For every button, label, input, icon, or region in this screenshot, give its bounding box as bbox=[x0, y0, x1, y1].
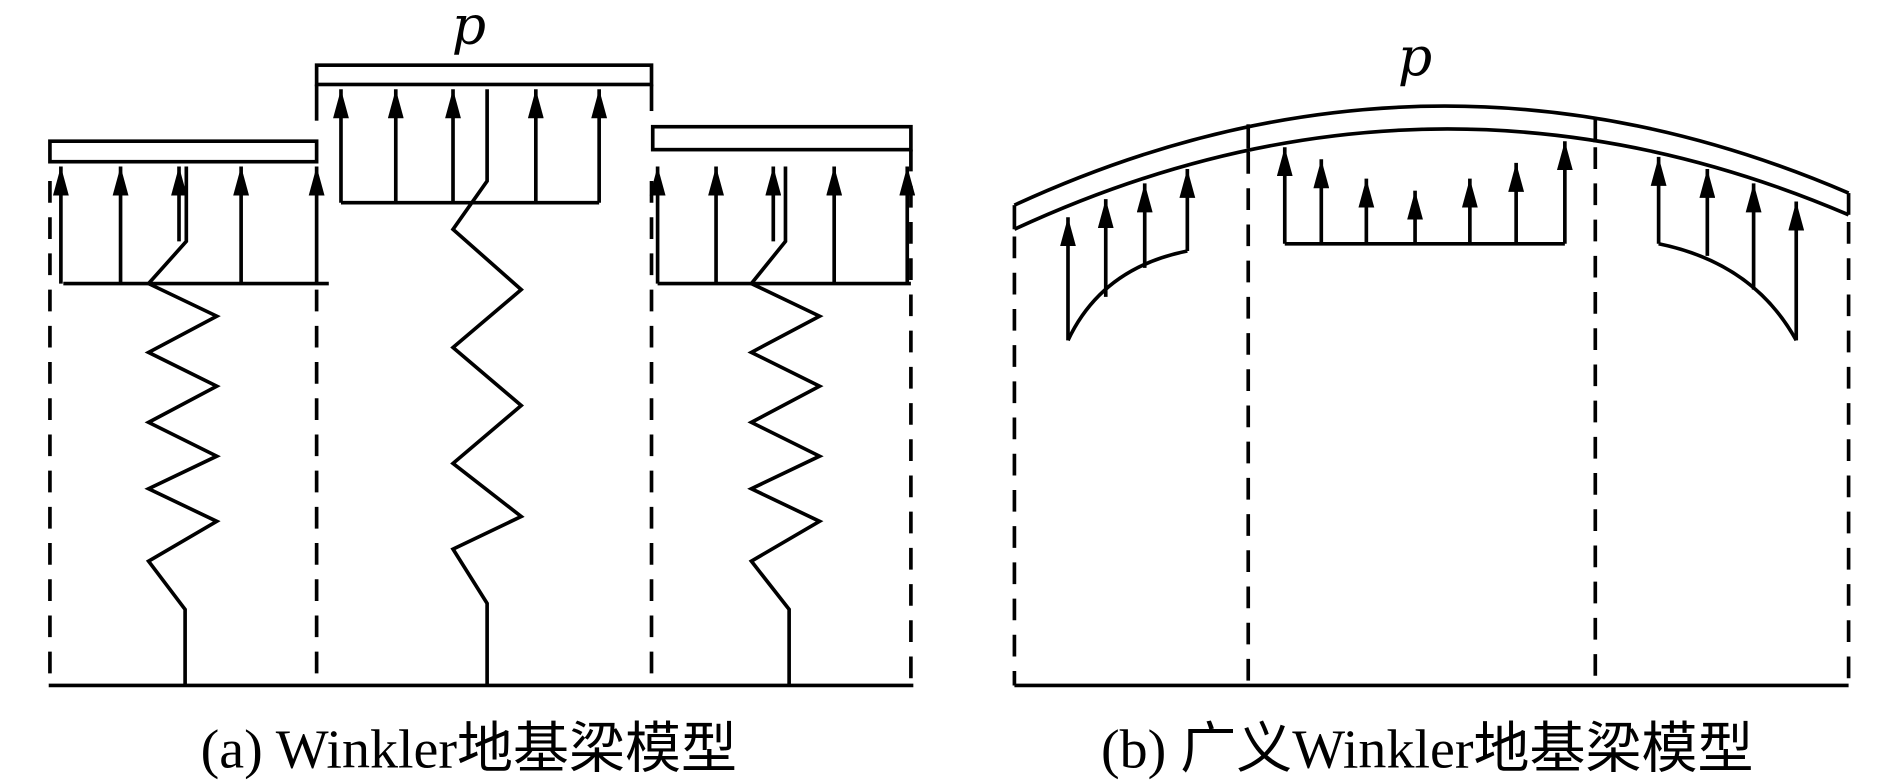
beam-segment-middle bbox=[314, 63, 654, 87]
spring-left bbox=[144, 166, 221, 686]
load-label-a: p bbox=[452, 0, 486, 56]
reaction-curve-right bbox=[1658, 241, 1798, 342]
panel-b-generalized-winkler-model: p (b) 广义Winkler地基梁模 bbox=[1012, 25, 1851, 781]
load-label-b: p bbox=[1398, 25, 1432, 88]
arched-beam-bottom bbox=[1013, 127, 1850, 231]
reaction-curve-left bbox=[1066, 249, 1188, 342]
panel-a-winkler-model: p (a bbox=[48, 0, 916, 781]
arched-beam-top bbox=[1013, 104, 1850, 207]
spring-middle bbox=[450, 89, 525, 686]
spring-right bbox=[747, 166, 824, 686]
beam-segment-right bbox=[650, 124, 913, 152]
caption-b: (b) 广义Winkler地基梁模型 bbox=[1101, 719, 1754, 781]
beam-segment-left bbox=[48, 139, 319, 164]
caption-a: (a) Winkler地基梁模型 bbox=[201, 719, 737, 781]
